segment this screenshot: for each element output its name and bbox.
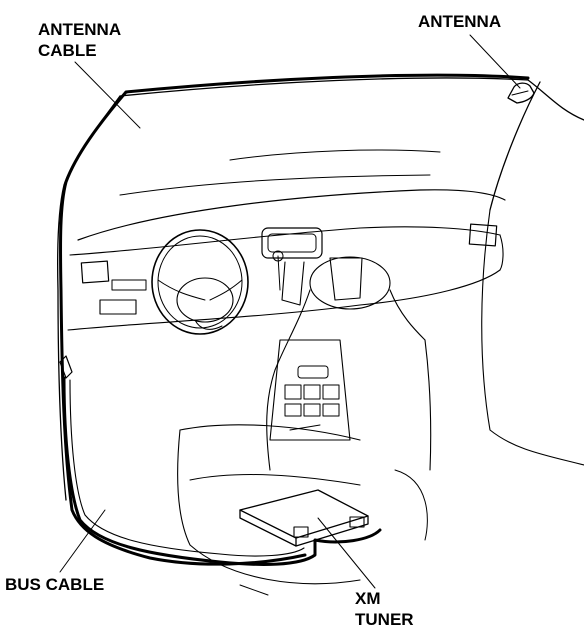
right-door	[481, 209, 584, 466]
xm-tuner-box	[239, 489, 369, 547]
left-switch	[99, 299, 137, 315]
windshield-outline	[119, 77, 529, 97]
xm-tuner-leader	[317, 517, 376, 589]
bus-cable-leader	[59, 509, 106, 573]
steering-wheel	[151, 229, 249, 335]
left-switch-2	[111, 279, 147, 291]
passenger-seat	[266, 256, 432, 471]
xm-tuner-label-line2: TUNER	[355, 610, 414, 629]
bus-cable	[62, 376, 382, 566]
antenna-cable-leader	[74, 61, 141, 129]
dashboard-hood	[229, 149, 441, 161]
dashboard-top	[77, 189, 506, 241]
antenna	[507, 82, 535, 104]
dash-lower	[67, 269, 501, 331]
left-vent	[80, 260, 110, 284]
antenna-cable-label-line2: CABLE	[38, 41, 97, 60]
dashboard-top-inner	[119, 174, 431, 196]
center-console	[269, 339, 351, 441]
bus-cable-label: BUS CABLE	[5, 575, 105, 594]
antenna-cable-label: ANTENNA CABLE	[38, 19, 121, 61]
right-vent	[468, 223, 498, 247]
antenna-leader	[469, 34, 521, 89]
seat-cushion	[177, 424, 428, 596]
xm-tuner-label: XM TUNER	[355, 588, 414, 630]
antenna-label: ANTENNA	[418, 12, 502, 31]
bus-cable-inner	[69, 379, 305, 557]
xm-tuner-label-line1: XM	[355, 589, 381, 608]
a-pillar-right	[527, 79, 584, 121]
antenna-cable-label-line1: ANTENNA	[38, 20, 122, 39]
dash-face	[69, 226, 501, 256]
antenna-cable	[59, 73, 530, 566]
center-stack	[261, 227, 363, 306]
dash-right-edge	[499, 234, 504, 271]
bus-cable-end	[59, 355, 73, 379]
